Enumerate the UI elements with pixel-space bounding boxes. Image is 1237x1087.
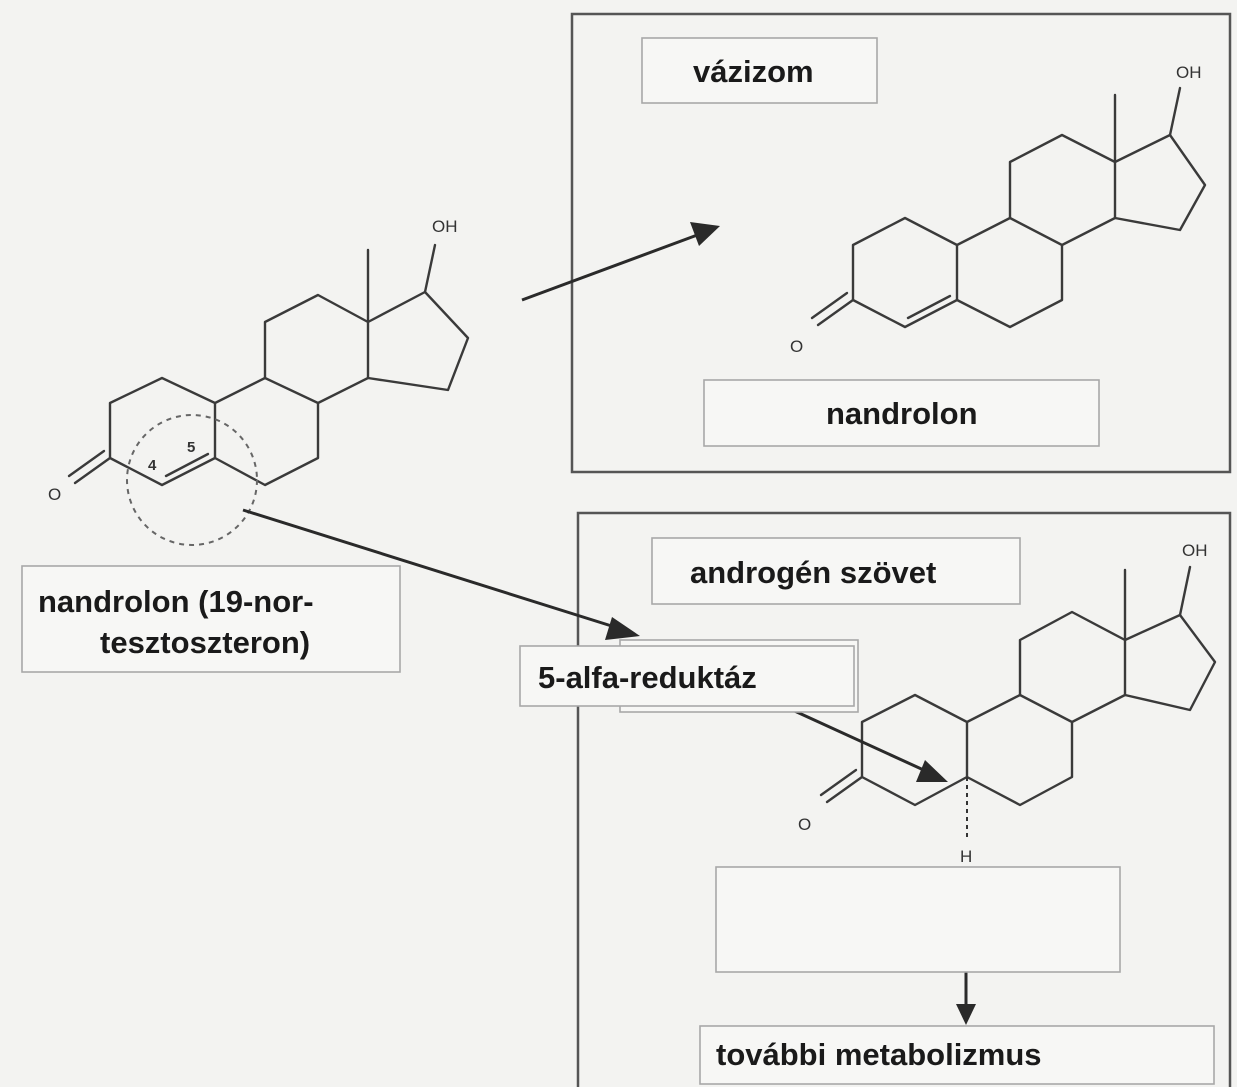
hydrogen-label: H: [960, 847, 972, 866]
arrow-to-muscle: [521, 222, 720, 302]
androgen-tissue-box: androgén szövet: [651, 537, 1021, 605]
oxygen-label-androgen: O: [798, 815, 811, 834]
hydroxyl-label-muscle: OH: [1176, 63, 1202, 82]
nandrolone-muscle-label: nandrolon: [826, 396, 978, 431]
androgen-tissue-label: androgén szövet: [690, 555, 936, 590]
skeletal-muscle-panel: [570, 12, 1232, 474]
hydroxyl-label: OH: [432, 217, 458, 236]
nandrolone-name-box: nandrolon (19-nor- tesztoszteron): [21, 565, 401, 673]
arrow-reductase-to-product: [787, 706, 948, 782]
oxygen-label: O: [48, 485, 61, 504]
skeletal-muscle-box: vázizom: [641, 37, 878, 104]
reductase-box: 5-alfa-reduktáz: [519, 639, 859, 713]
arrow-to-reductase: [242, 508, 640, 640]
nandrolone-name-line2: tesztoszteron): [100, 625, 310, 660]
skeletal-muscle-label: vázizom: [693, 54, 814, 89]
androgen-tissue-panel: [576, 511, 1232, 1087]
hydroxyl-label-androgen: OH: [1182, 541, 1208, 560]
further-metabolism-label: további metabolizmus: [716, 1037, 1042, 1072]
position-4-label: 4: [148, 457, 157, 474]
dihydro-product-box: [715, 866, 1121, 973]
position-5-label: 5: [187, 439, 195, 456]
nandrolone-muscle-box: nandrolon: [703, 379, 1100, 447]
nandrolone-structure: OH O 4 5: [48, 217, 470, 504]
nandrolone-muscle-structure: OH O: [790, 63, 1207, 356]
oxygen-label-muscle: O: [790, 337, 803, 356]
further-metabolism-box: további metabolizmus: [699, 1025, 1215, 1085]
double-bond-highlight-circle: [126, 414, 258, 546]
nandrolone-name-line1: nandrolon (19-nor-: [38, 584, 314, 619]
reductase-label: 5-alfa-reduktáz: [538, 660, 757, 695]
arrow-to-further-metabolism: [956, 972, 976, 1025]
dihydronandrolone-structure: OH O H: [798, 541, 1217, 866]
